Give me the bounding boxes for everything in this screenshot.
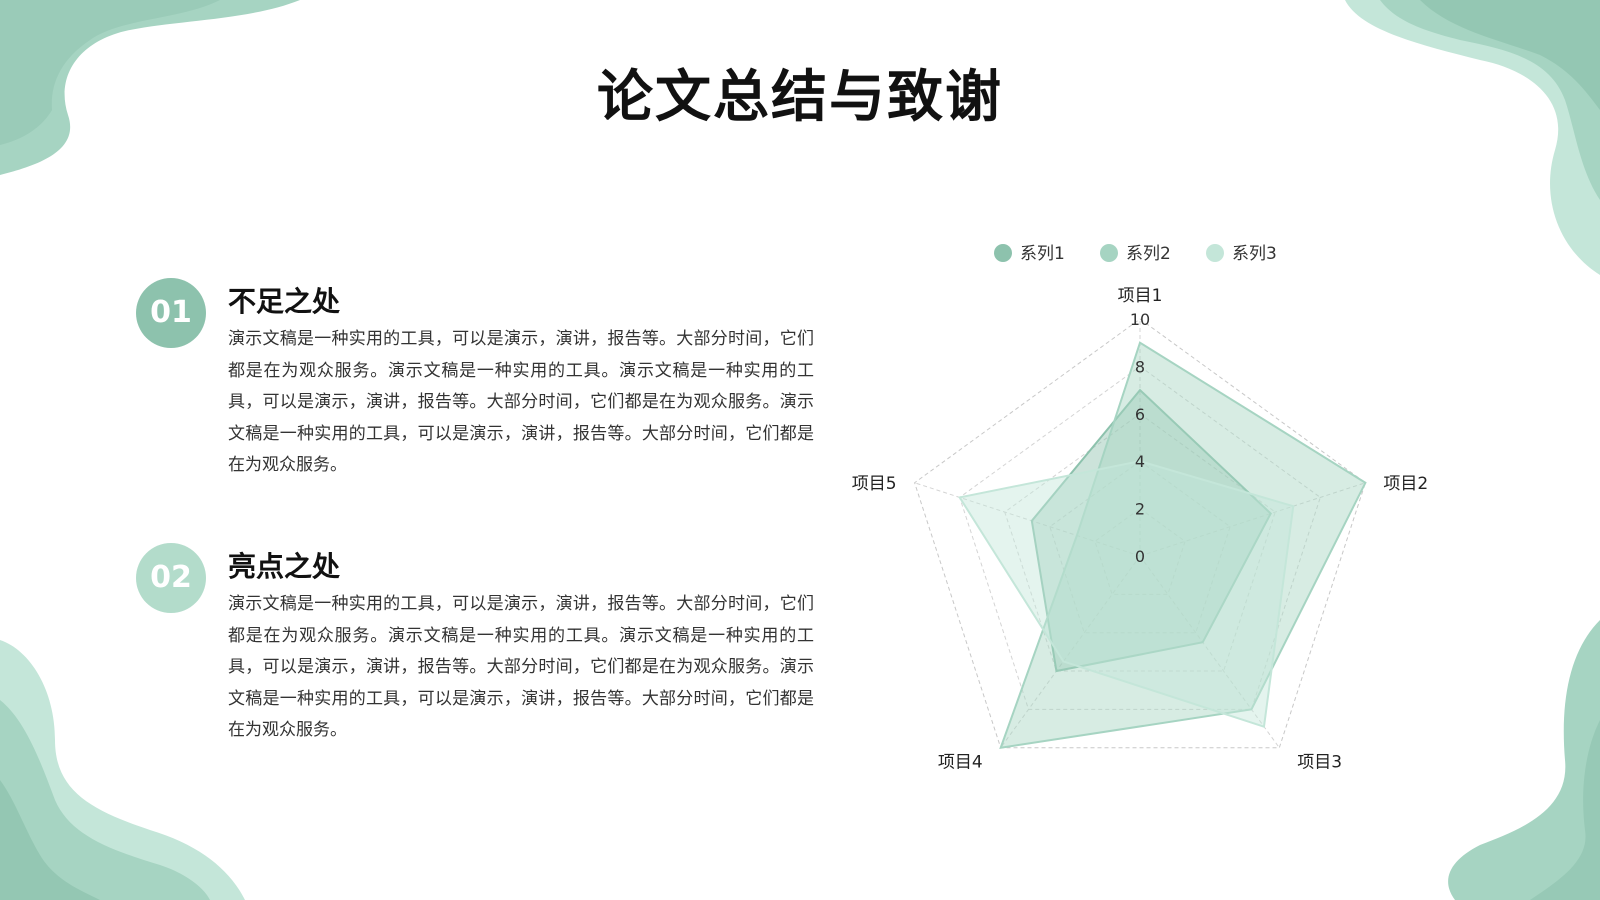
radar-tick-label: 2 xyxy=(1135,500,1145,519)
legend-marker-series-3 xyxy=(1206,244,1224,262)
radar-spoke xyxy=(1139,555,1280,749)
radar-grid-ring xyxy=(914,318,1366,749)
radar-tick-label: 4 xyxy=(1135,452,1145,471)
legend-label-series-1: 系列1 xyxy=(1020,244,1065,264)
radar-category-label: 项目3 xyxy=(1297,753,1342,773)
section-number-badge: 02 xyxy=(136,543,206,613)
radar-grid-ring xyxy=(1094,507,1186,595)
radar-tick-label: 8 xyxy=(1135,357,1145,376)
legend-label-series-2: 系列2 xyxy=(1126,244,1171,264)
radar-grid-ring xyxy=(1004,413,1276,672)
radar-spoke xyxy=(1139,482,1366,557)
section-body-text: 演示文稿是一种实用的工具，可以是演示，演讲，报告等。大部分时间，它们都是在为观众… xyxy=(228,594,814,740)
page-title: 论文总结与致谢 xyxy=(597,65,1003,130)
section-body-text: 演示文稿是一种实用的工具，可以是演示，演讲，报告等。大部分时间，它们都是在为观众… xyxy=(228,329,814,475)
radar-spoke xyxy=(914,482,1141,557)
radar-grid-ring xyxy=(1049,460,1231,634)
radar-spoke xyxy=(1000,555,1141,749)
section-heading: 不足之处 xyxy=(228,285,341,318)
radar-category-label: 项目2 xyxy=(1383,474,1428,494)
radar-tick-label: 0 xyxy=(1135,547,1145,566)
section-heading: 亮点之处 xyxy=(228,550,341,583)
radar-grid-ring xyxy=(959,365,1321,710)
radar-category-label: 项目5 xyxy=(852,474,897,494)
legend-marker-series-2 xyxy=(1100,244,1118,262)
section-number-badge: 01 xyxy=(136,278,206,348)
radar-tick-label: 10 xyxy=(1130,310,1150,329)
legend-label-series-3: 系列3 xyxy=(1232,244,1277,264)
radar-category-label: 项目4 xyxy=(938,753,983,773)
legend-marker-series-1 xyxy=(994,244,1012,262)
radar-tick-label: 6 xyxy=(1135,405,1145,424)
radar-series-3-area xyxy=(958,460,1295,728)
radar-category-label: 项目1 xyxy=(1118,286,1163,306)
